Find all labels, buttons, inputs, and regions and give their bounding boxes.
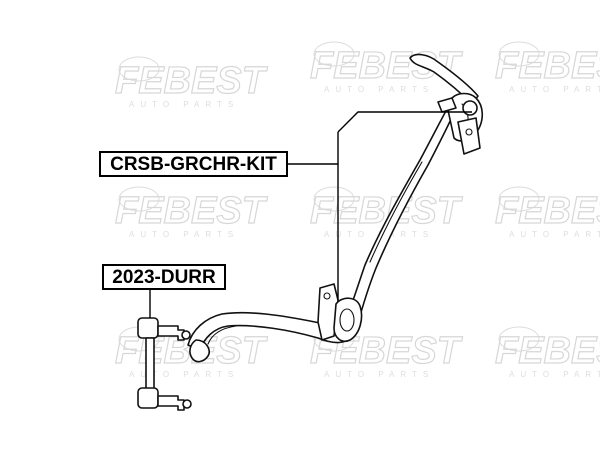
watermark-tagline: AUTO PARTS bbox=[509, 370, 600, 379]
stabilizer-link bbox=[137, 317, 192, 411]
watermark-emblem bbox=[498, 186, 540, 212]
leader-line-bushing-upper bbox=[337, 111, 472, 133]
watermark-tagline: AUTO PARTS bbox=[129, 370, 239, 379]
watermark-emblem bbox=[498, 41, 540, 67]
callout-stabilizer-bushing-kit: CRSB-GRCHR-KIT bbox=[99, 151, 288, 177]
watermark-emblem bbox=[118, 186, 160, 212]
watermark-tagline: AUTO PARTS bbox=[324, 230, 434, 239]
callout-stabilizer-link: 2023-DURR bbox=[102, 264, 226, 290]
watermark-brand: FEBEST bbox=[495, 190, 600, 232]
watermark-emblem bbox=[118, 56, 160, 82]
watermark-tagline: AUTO PARTS bbox=[509, 230, 600, 239]
stabilizer-bar bbox=[187, 53, 484, 363]
watermark-emblem bbox=[313, 186, 355, 212]
watermark-tagline: AUTO PARTS bbox=[324, 370, 434, 379]
watermark-brand: FEBEST bbox=[495, 45, 600, 87]
watermark-emblem bbox=[498, 326, 540, 352]
watermark-tagline: AUTO PARTS bbox=[324, 85, 434, 94]
watermark-brand: FEBEST bbox=[495, 330, 600, 372]
watermark-tagline: AUTO PARTS bbox=[129, 100, 239, 109]
watermark-brand: FEBEST bbox=[115, 190, 268, 232]
watermark-tagline: AUTO PARTS bbox=[509, 85, 600, 94]
watermark-tagline: AUTO PARTS bbox=[129, 230, 239, 239]
watermark-emblem bbox=[313, 41, 355, 67]
leader-lines bbox=[149, 111, 472, 318]
watermark-brand: FEBEST bbox=[115, 60, 268, 102]
